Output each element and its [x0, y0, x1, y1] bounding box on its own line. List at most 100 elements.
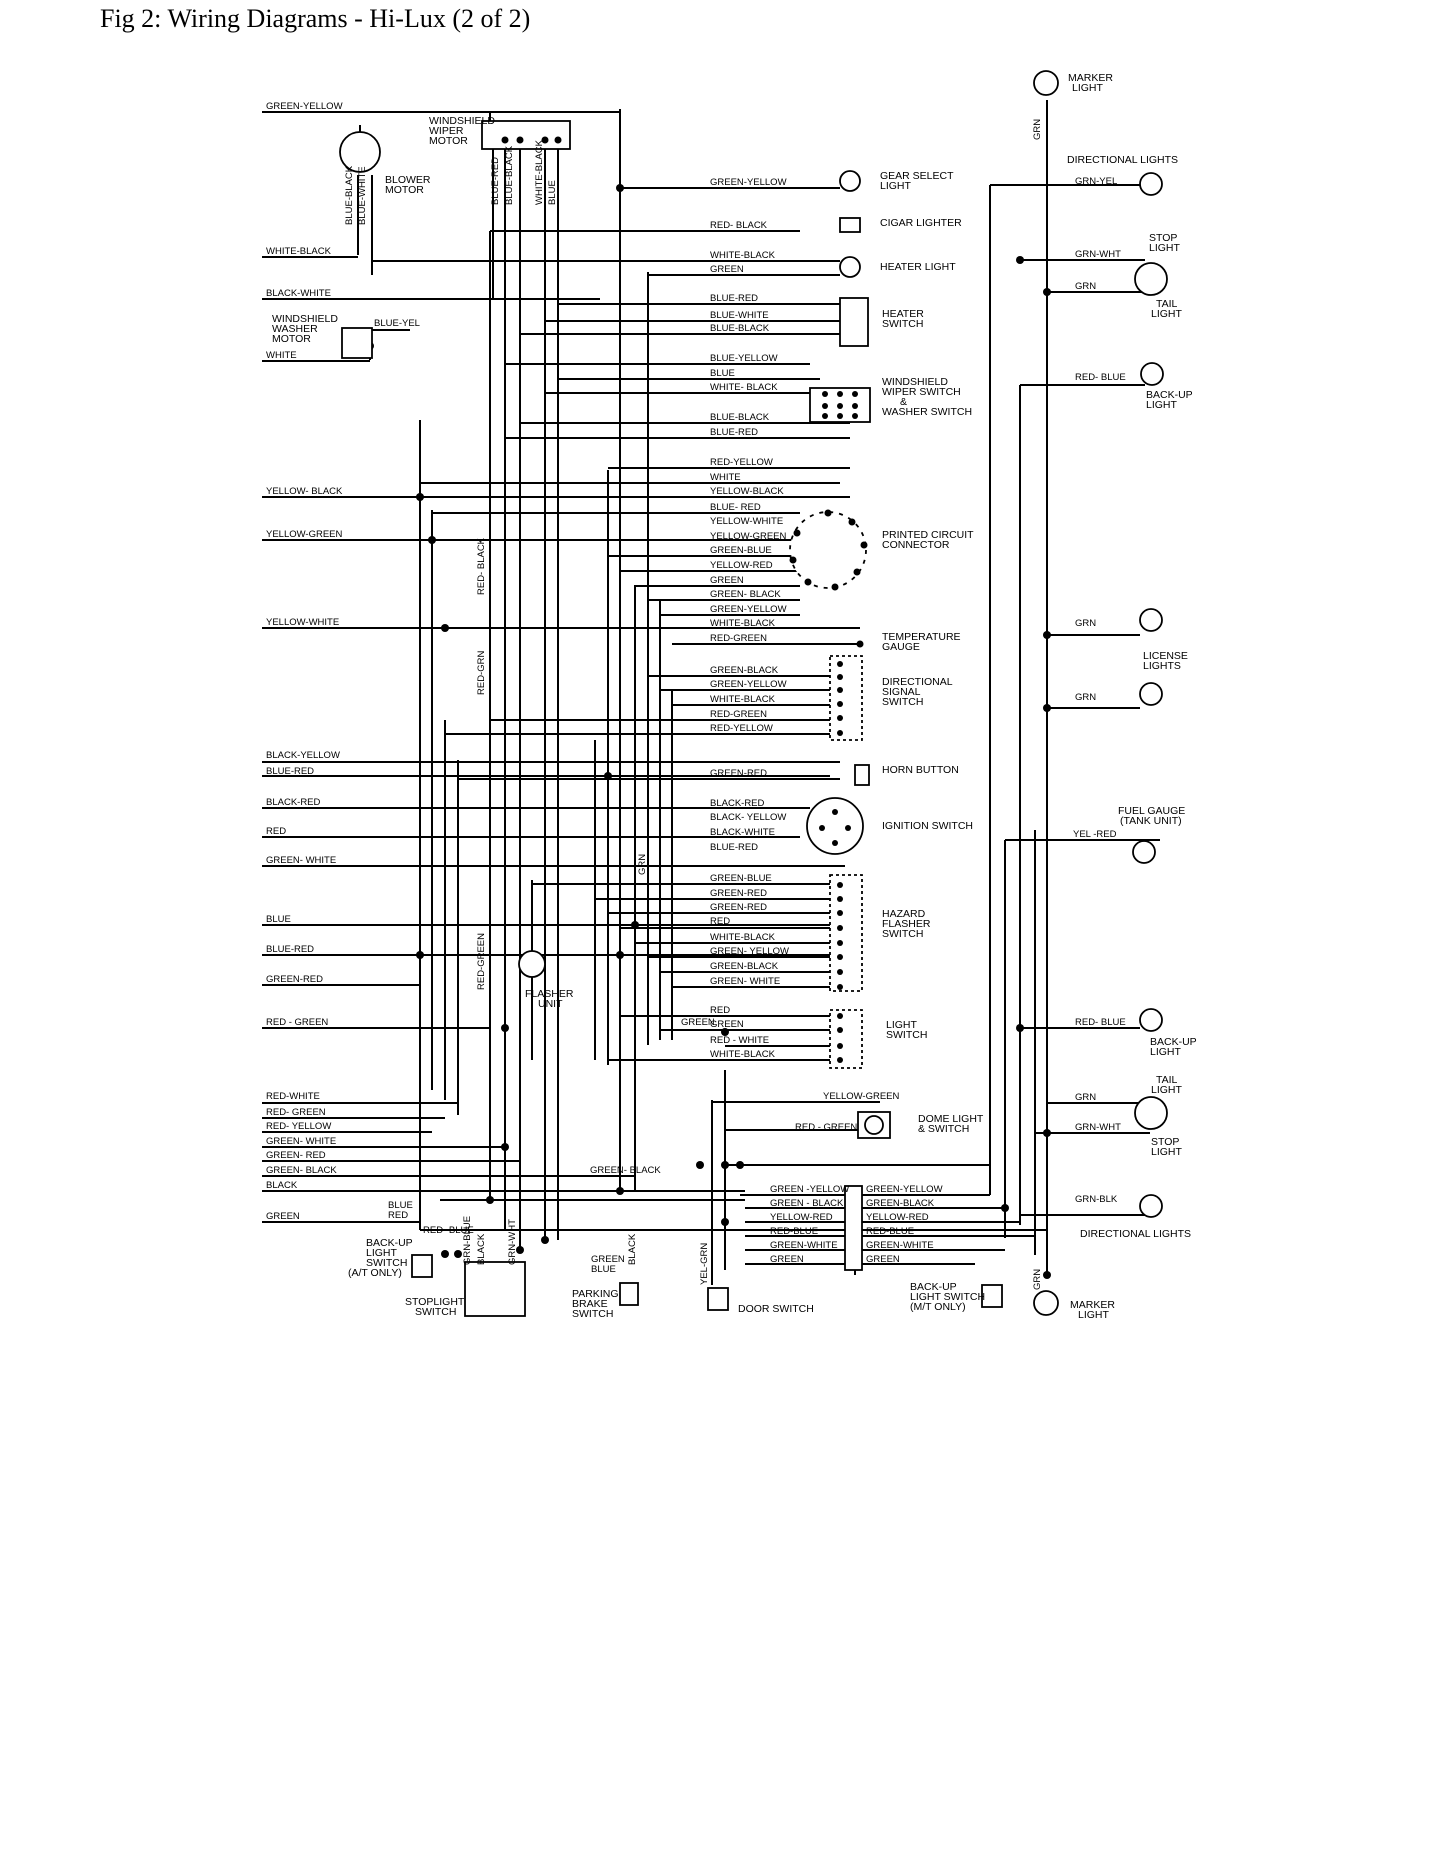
vertical-wire-label: BLUE-RED	[490, 157, 501, 205]
center-wire-label: BLACK-RED	[710, 798, 765, 809]
center-wire-label: RED-YELLOW	[710, 723, 773, 734]
left-wire-label: GREEN- WHITE	[266, 1136, 336, 1147]
center-wire-label: YELLOW-RED	[710, 560, 773, 571]
left-wire-label: RED- YELLOW	[266, 1121, 331, 1132]
vertical-wire-label: GRN-BLUE	[462, 1216, 473, 1265]
fuel-wire-label: YEL -RED	[1073, 829, 1117, 840]
center-wire-label: BLUE-WHITE	[710, 310, 769, 321]
fuel-gauge-label: FUEL GAUGE(TANK UNIT)	[1118, 805, 1185, 827]
left-wire-label: YELLOW-WHITE	[266, 617, 339, 628]
center-wire-label: GREEN- WHITE	[710, 976, 780, 987]
ignition-switch-label: IGNITION SWITCH	[882, 820, 973, 832]
center-wire-label: RED-GREEN	[710, 633, 767, 644]
connector-left-label: GREEN - BLACK	[770, 1198, 844, 1209]
dir-top-wire-label: GRN-YEL	[1075, 176, 1117, 187]
vertical-wire-label: BLUE-BLACK	[504, 145, 515, 205]
vertical-wire-label: GRN	[1032, 1269, 1043, 1290]
green-black-wire-label: GREEN- BLACK	[590, 1165, 661, 1176]
connector-right-label: GREEN	[866, 1254, 900, 1265]
center-wire-label: GREEN-YELLOW	[710, 679, 787, 690]
center-wire-label: WHITE	[710, 472, 741, 483]
center-wire-label: WHITE-BLACK	[710, 932, 776, 943]
dir-bottom-wire-label: GRN-BLK	[1075, 1194, 1118, 1205]
center-wire-label: GREEN	[710, 1019, 744, 1030]
backup-top-wire-label: RED- BLUE	[1075, 372, 1126, 383]
vertical-wire-label: RED-GRN	[476, 651, 487, 695]
misc-wire-labels: GREEN YELLOW-GREEN RED - GREEN GREEN- BL…	[388, 1017, 900, 1275]
left-wire-label: WHITE-BLACK	[266, 246, 332, 257]
left-wire-label: BLUE-RED	[266, 944, 314, 955]
center-wire-label: BLACK-WHITE	[710, 827, 775, 838]
center-wire-labels: GREEN-YELLOW RED- BLACK WHITE-BLACK GREEN BL…	[710, 177, 789, 1060]
left-wire-label: RED- GREEN	[266, 1107, 326, 1118]
light-switch-green-label: GREEN	[681, 1017, 715, 1028]
cigar-lighter-label: CIGAR LIGHTER	[880, 217, 962, 229]
center-wire-label: BLUE-RED	[710, 427, 758, 438]
backup-bottom-wire-label: RED- BLUE	[1075, 1017, 1126, 1028]
vertical-wire-label: YEL-GRN	[699, 1243, 710, 1285]
left-wire-label: BLUE	[266, 914, 291, 925]
center-wire-label: GREEN	[710, 575, 744, 586]
left-wire-label: GREEN- WHITE	[266, 855, 336, 866]
left-wire-labels: GREEN-YELLOWWHITE-BLACKBLACK-WHITEWHITEY…	[266, 101, 343, 1222]
center-wire-label: BLUE	[710, 368, 735, 379]
heater-light-label: HEATER LIGHT	[880, 261, 956, 273]
connector-right-label: GREEN-BLACK	[866, 1198, 935, 1209]
left-wire-label: YELLOW-GREEN	[266, 529, 343, 540]
center-wire-label: WHITE-BLACK	[710, 694, 776, 705]
directional-lights-top-label: DIRECTIONAL LIGHTS	[1067, 154, 1178, 166]
left-wire-label: GREEN-YELLOW	[266, 101, 343, 112]
center-wire-label: RED-YELLOW	[710, 457, 773, 468]
dome-left-wire-label: RED - GREEN	[795, 1122, 857, 1133]
connector-left-label: GREEN -YELLOW	[770, 1184, 849, 1195]
connector-right-label: RED-BLUE	[866, 1226, 914, 1237]
blue-wire-label: BLUE	[388, 1200, 413, 1211]
center-wire-label: RED	[710, 916, 730, 927]
center-wire-label: GREEN-BLACK	[710, 961, 779, 972]
center-wire-label: RED- BLACK	[710, 220, 768, 231]
stop-bottom-wire-label: GRN-WHT	[1075, 1122, 1121, 1133]
center-wire-label: GREEN-RED	[710, 902, 767, 913]
door-switch-label: DOOR SWITCH	[738, 1303, 814, 1315]
center-wire-label: BLUE-BLACK	[710, 323, 770, 334]
left-wire-label: BLUE-RED	[266, 766, 314, 777]
right-wire-labels: GRN-YEL GRN-WHT GRN RED- BLUE GRN GRN YE…	[1073, 176, 1126, 1205]
stop-top-wire-label: GRN-WHT	[1075, 249, 1121, 260]
connector-left-label: YELLOW-RED	[770, 1212, 833, 1223]
wire-lines	[262, 100, 1160, 1285]
license1-wire-label: GRN	[1075, 618, 1096, 629]
center-wire-label: WHITE-BLACK	[710, 1049, 776, 1060]
connector-right-label: GREEN-YELLOW	[866, 1184, 943, 1195]
vertical-wire-label: WHITE-BLACK	[534, 139, 545, 205]
left-wire-label: WHITE	[266, 350, 297, 361]
washer-wire-label: BLUE-YEL	[374, 318, 420, 329]
connector-left-label: GREEN-WHITE	[770, 1240, 838, 1251]
tail-bottom-wire-label: GRN	[1075, 1092, 1096, 1103]
directional-lights-bottom-label: DIRECTIONAL LIGHTS	[1080, 1228, 1191, 1240]
center-wire-label: WHITE- BLACK	[710, 382, 778, 393]
vertical-wire-label: GRN	[637, 854, 648, 875]
center-wire-label: RED-GREEN	[710, 709, 767, 720]
vertical-wire-label: RED- BLACK	[476, 537, 487, 595]
vertical-wire-label: BLUE-WHITE	[357, 166, 368, 225]
left-wire-label: RED-WHITE	[266, 1091, 320, 1102]
red-blue-wire-label: RED- BLUE	[423, 1225, 474, 1236]
center-wire-label: GREEN-BLACK	[710, 665, 779, 676]
center-wire-label: BLACK- YELLOW	[710, 812, 786, 823]
